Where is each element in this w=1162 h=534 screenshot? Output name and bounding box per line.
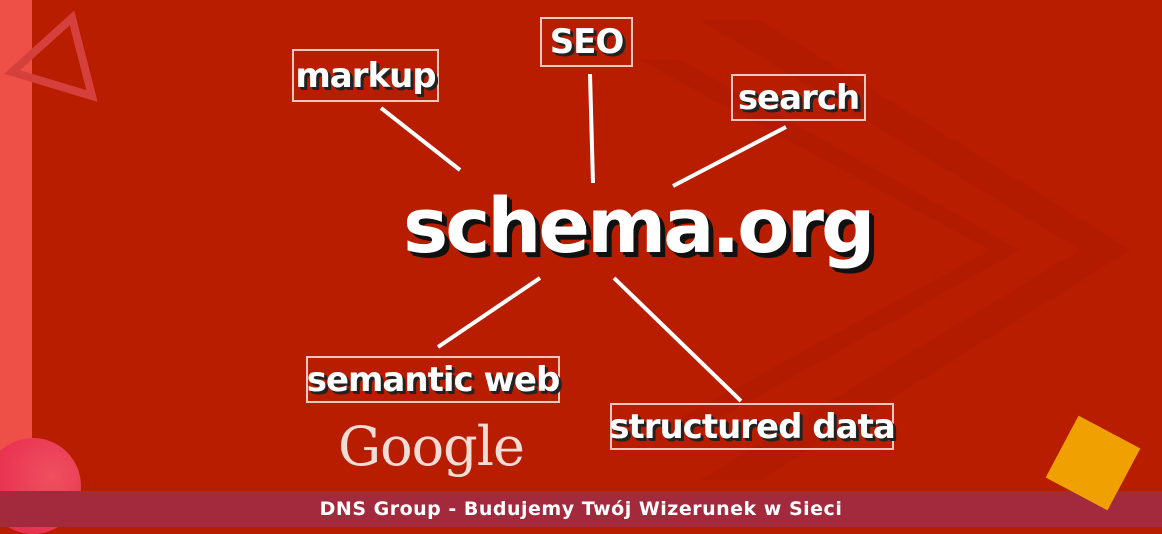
footer-text: DNS Group - Budujemy Twój Wizerunek w Si… xyxy=(319,498,843,520)
triangle-outline-icon xyxy=(4,10,98,102)
google-logo: Google xyxy=(338,415,525,478)
tag-structured-data: structured data xyxy=(609,403,896,450)
tag-seo: SEO xyxy=(540,17,633,67)
schema-title: schema.org xyxy=(403,181,875,270)
tag-markup: markup xyxy=(292,49,439,102)
tag-search: search xyxy=(731,74,866,121)
tag-semantic-web: semantic web xyxy=(306,356,560,403)
footer-bar: DNS Group - Budujemy Twój Wizerunek w Si… xyxy=(0,491,1162,527)
